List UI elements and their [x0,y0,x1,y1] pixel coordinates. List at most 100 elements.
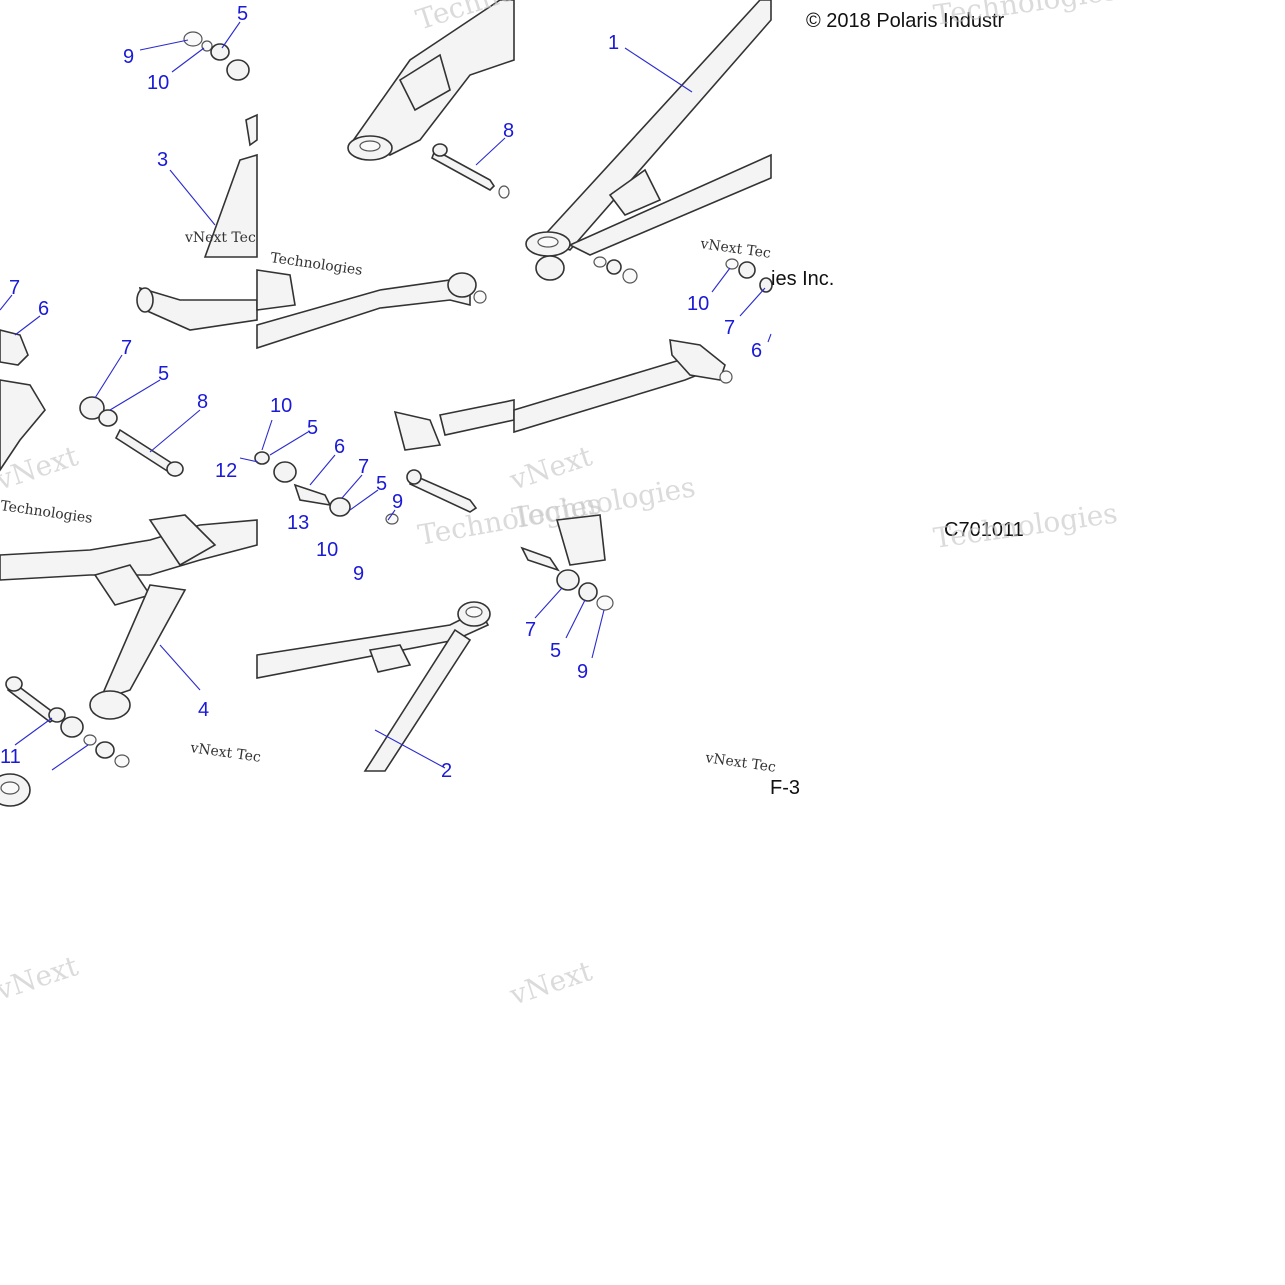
pin-part [0,329,29,366]
watermark-text: Technologies [0,498,93,527]
callout-2: 2 [441,760,452,782]
watermark-text: vNext Tec [698,236,771,262]
callout-3: 3 [157,149,168,171]
bushing-part [210,43,230,61]
tile-lower-right: vNext Tec [520,514,777,776]
watermark-text: vNext Tec [184,230,256,246]
watermark-text: Technologies [931,0,1119,32]
callout-5: 5 [158,363,169,385]
washer-part [201,40,213,52]
callout-labels: 5 9 10 3 8 1 10 7 6 7 6 7 5 8 10 5 12 6 … [0,3,762,782]
lower-arm-part [256,279,471,350]
tile-center: Technologies [239,250,515,525]
bushing-part [556,569,580,591]
sleeve-part [555,514,606,566]
nut-part [596,595,614,611]
arm-end-part [669,339,726,381]
gusset-part [368,644,412,673]
arm-end-part [447,272,477,298]
shaft-part [138,286,258,331]
callout-7: 7 [121,337,132,359]
callout-10: 10 [270,395,292,417]
ring-part [83,734,97,746]
arm-end-stud [473,290,487,304]
tile-top-right: vNext Tec [525,0,772,284]
sleeve-part [759,277,773,293]
watermark-text: vNext [505,439,597,497]
watermark-text: vNext [505,954,597,1012]
washer-part [48,707,66,723]
bolt-head [406,469,422,485]
arm-fragment [0,379,46,472]
washer-part [725,258,739,270]
arm-end-stud [719,370,733,384]
lower-arm-part [439,399,515,436]
callout-5: 5 [550,640,561,662]
callout-6: 6 [38,298,49,320]
callout-7: 7 [358,456,369,478]
arm-eye-part [89,690,131,720]
arm-eye-hole [465,606,483,618]
washer-part [114,754,130,768]
bracket-part [148,514,217,567]
washer-part [578,582,598,602]
tile-far-right-top: © 2018 Polaris Industr Technologies [806,0,1119,32]
callout-6: 6 [751,340,762,362]
watermark-text: vNext Tec [188,740,261,766]
callout-6: 6 [334,436,345,458]
sleeve-part [226,59,250,81]
bushing-part [329,497,351,517]
lower-arm-part [256,608,490,679]
bushing-part [95,741,115,759]
nut-part [622,268,638,284]
sleeve-part [273,461,297,483]
arm-eye-hole [359,140,381,152]
bushing-part [98,409,118,427]
callout-12: 12 [215,460,237,482]
callout-5: 5 [307,417,318,439]
tile-bottom-left: vNext vNext [0,773,597,1012]
nut-part [183,31,203,47]
arm-fragment [203,153,258,258]
shaft-end [136,287,154,313]
callout-5: 5 [376,473,387,495]
sleeve-part [60,716,84,738]
tile-far-right-middle: ies Inc. C701011 Technologies [771,268,1119,555]
bushing-part [606,259,622,275]
watermark-text: Technologies [931,496,1119,554]
callout-11: 11 [0,746,21,768]
callout-7: 7 [525,619,536,641]
tile-far-right-lower: F-3 [770,777,800,799]
sleeve-part [79,396,105,420]
callout-9: 9 [123,46,134,68]
callout-4: 4 [198,699,209,721]
washer-part [254,451,270,465]
tile-middle-right: vNext Technologies [505,258,773,535]
lower-arm-part [98,584,187,702]
bolt-head [432,143,448,157]
arm-eye-hole [537,236,559,248]
callout-9: 9 [353,563,364,585]
callout-7: 7 [9,277,20,299]
nut-part [385,513,399,525]
bracket-part [398,53,451,112]
arm-eye-hole [0,781,20,795]
washer-part [593,256,607,268]
callout-1: 1 [608,32,619,54]
bolt-head [166,461,184,477]
sleeve-part [535,255,565,281]
bolt-head [5,676,23,692]
bushing-part [738,261,756,279]
page-mark: F-3 [770,777,800,799]
callout-10: 10 [147,72,169,94]
callout-5: 5 [237,3,248,25]
watermark-text: vNext Tec [703,750,776,776]
callout-9: 9 [577,661,588,683]
lower-arm-part [513,354,706,434]
callout-10: 10 [316,539,338,561]
tile-top-left: vNext Tec [139,21,258,258]
tile-lower-left: vNext Tec [0,514,262,771]
bolt-part [431,148,496,191]
